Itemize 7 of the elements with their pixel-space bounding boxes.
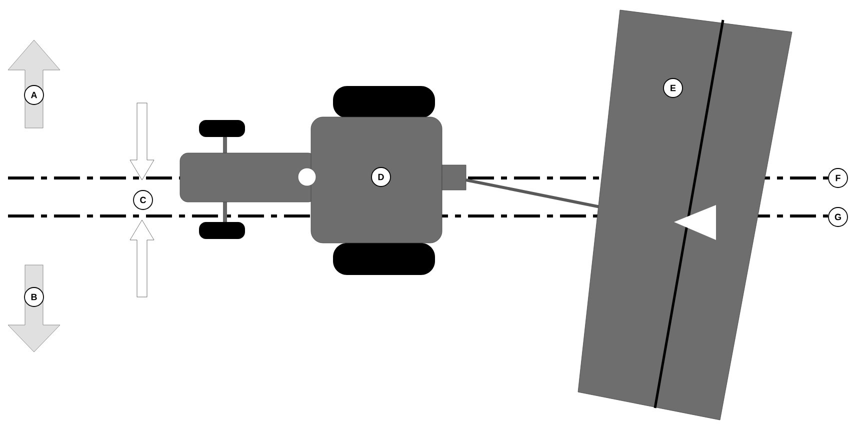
callout-letter: D bbox=[371, 167, 391, 187]
callout-letter: A bbox=[24, 85, 44, 105]
callout-letter: C bbox=[133, 190, 153, 210]
callout-letter: E bbox=[663, 78, 683, 98]
callout-letter: F bbox=[828, 168, 848, 188]
callout-letter: B bbox=[24, 287, 44, 307]
callout-letter: G bbox=[828, 207, 848, 227]
